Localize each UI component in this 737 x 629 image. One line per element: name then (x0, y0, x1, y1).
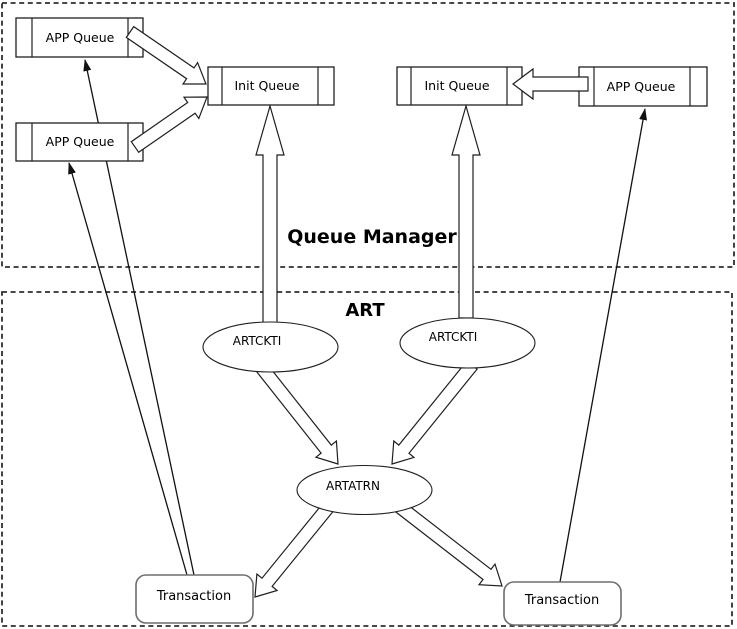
queue-manager-region-border (1, 2, 735, 268)
arrow-transaction-right-to-app-queue-right (559, 108, 647, 583)
node-app-queue-top-left: APP Queue (15, 17, 144, 58)
node-transaction-left: Transaction (135, 574, 254, 624)
block-arrow-artckti-right-to-artatrn (391, 360, 478, 465)
app-queue-top-left-label: APP Queue (46, 30, 115, 45)
arrow-transaction-left-to-app-queue-left (68, 162, 188, 576)
region-queue-manager: Queue Manager (1, 2, 735, 268)
block-arrow-app-queue-top-left-to-init-queue-left (125, 25, 207, 85)
node-app-queue-right: APP Queue (578, 66, 708, 107)
init-queue-right-label: Init Queue (424, 78, 489, 93)
block-arrow-artckti-left-to-init-queue-left (255, 103, 285, 324)
art-region-label: ART (345, 300, 385, 321)
node-artckti-right: ARTCKTI (399, 317, 536, 369)
artatrn-label: ARTATRN (326, 479, 380, 493)
block-arrow-app-queue-left-to-init-queue-left (130, 96, 208, 154)
art-region-border (1, 291, 733, 627)
block-arrow-artatrn-to-transaction-left (254, 500, 336, 598)
block-arrow-artckti-left-to-artatrn (256, 363, 339, 465)
node-init-queue-right: Init Queue (396, 66, 523, 106)
init-queue-left-label: Init Queue (234, 78, 299, 93)
node-init-queue-left: Init Queue (207, 66, 335, 106)
node-app-queue-left: APP Queue (15, 122, 144, 162)
queue-shape (578, 66, 708, 107)
ellipse-shape (202, 321, 339, 373)
ellipse-shape (399, 317, 536, 369)
region-art: ART (1, 291, 733, 627)
block-arrow-app-queue-right-to-init-queue-right (512, 67, 589, 101)
node-transaction-right: Transaction (503, 581, 622, 626)
block-arrow-artckti-right-to-init-queue-right (451, 103, 481, 319)
node-artckti-left: ARTCKTI (202, 321, 339, 373)
transaction-left-label: Transaction (156, 589, 231, 604)
queue-shape (15, 17, 144, 58)
queue-manager-region-label: Queue Manager (287, 226, 457, 248)
ellipse-shape (296, 464, 433, 516)
block-arrow-artatrn-to-transaction-right (395, 501, 503, 587)
app-queue-left-label: APP Queue (46, 134, 115, 149)
transaction-right-label: Transaction (524, 593, 599, 608)
node-artatrn: ARTATRN (296, 464, 433, 516)
transaction-shape (503, 581, 622, 626)
app-queue-right-label: APP Queue (607, 79, 676, 94)
artckti-left-label: ARTCKTI (233, 334, 282, 348)
queue-shape (207, 66, 335, 106)
artckti-right-label: ARTCKTI (429, 330, 478, 344)
transaction-shape (135, 574, 254, 624)
queue-shape (396, 66, 523, 106)
